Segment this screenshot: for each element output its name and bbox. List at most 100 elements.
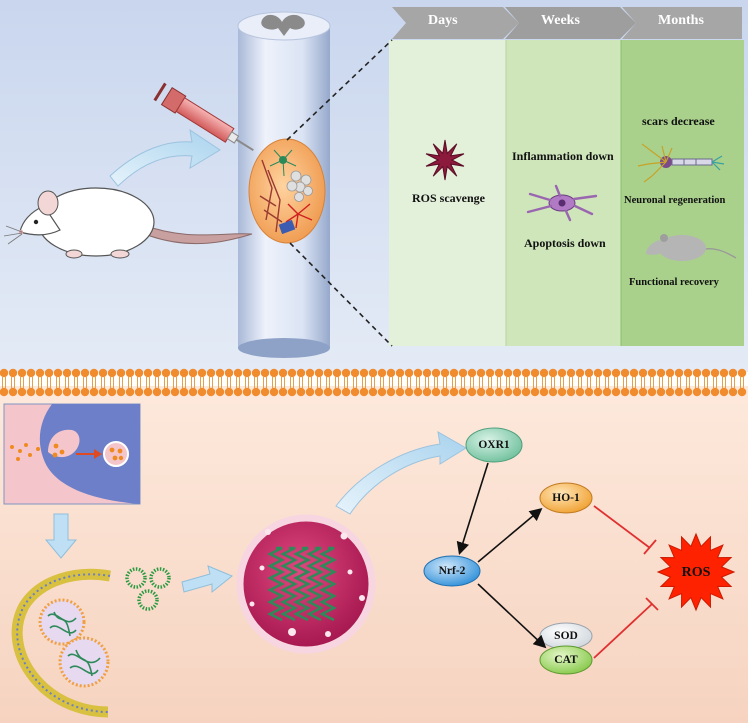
lipid-head (530, 368, 540, 378)
lipid-head (683, 368, 693, 378)
lipid-head (737, 387, 747, 397)
stage-days: Days (428, 13, 458, 28)
sod-label: SOD (554, 630, 578, 642)
nrf2-label: Nrf-2 (438, 565, 466, 577)
lipid-head (242, 368, 252, 378)
lipid-head (152, 387, 162, 397)
lipid-head (80, 368, 90, 378)
lipid-head (431, 387, 441, 397)
effect-functional-recovery: Functional recovery (629, 277, 719, 288)
lipid-head (197, 387, 207, 397)
effect-inflammation-down: Inflammation down (512, 149, 614, 163)
lipid-head (413, 387, 423, 397)
lipid-head (278, 387, 288, 397)
lipid-head (485, 368, 495, 378)
lipid-head (278, 368, 288, 378)
lipid-head (593, 368, 603, 378)
lipid-head (575, 387, 585, 397)
lipid-head (557, 368, 567, 378)
lipid-head (611, 368, 621, 378)
nanoparticle-small (38, 598, 86, 646)
lipid-head (332, 368, 342, 378)
lipid-head (674, 387, 684, 397)
lipid-head (584, 387, 594, 397)
lipid-head (494, 368, 504, 378)
lipid-head (458, 387, 468, 397)
lipid-head (359, 368, 369, 378)
lipid-head (503, 368, 513, 378)
lipid-head (296, 387, 306, 397)
lipid-head (116, 387, 126, 397)
lipid-head (62, 368, 72, 378)
lipid-head (314, 387, 324, 397)
lipid-head (107, 387, 117, 397)
lipid-head (71, 387, 81, 397)
lipid-head (665, 368, 675, 378)
lipid-head (17, 368, 27, 378)
header-arrow-months (622, 7, 742, 39)
lipid-head (737, 368, 747, 378)
lipid-head (260, 368, 270, 378)
weeks-column (506, 40, 621, 346)
lipid-head (359, 387, 369, 397)
lipid-head (566, 368, 576, 378)
lipid-head (440, 387, 450, 397)
lipid-head (377, 387, 387, 397)
lipid-head (386, 387, 396, 397)
ros-star-shape (425, 139, 465, 181)
lipid-head (530, 387, 540, 397)
lipid-head (305, 368, 315, 378)
lipid-head (692, 368, 702, 378)
inhibition-cat-ros (593, 597, 659, 659)
lipid-head (467, 368, 477, 378)
lipid-head (422, 368, 432, 378)
lipid-head (449, 387, 459, 397)
lipid-head (80, 387, 90, 397)
lipid-head (188, 368, 198, 378)
microglia-cell (285, 203, 313, 229)
cat-label: CAT (554, 654, 578, 666)
lipid-head (719, 368, 729, 378)
lipid-head (584, 368, 594, 378)
effect-neuronal-regeneration: Neuronal regeneration (624, 195, 726, 206)
lipid-head (368, 368, 378, 378)
lipid-head (26, 387, 36, 397)
down-arrow (44, 513, 78, 559)
lipid-head (251, 387, 261, 397)
ros-burst-icon (656, 532, 736, 612)
lipid-head (332, 387, 342, 397)
lipid-head (188, 387, 198, 397)
lipid-head (602, 387, 612, 397)
lipid-head (143, 387, 153, 397)
effect-apoptosis-down: Apoptosis down (524, 236, 606, 250)
lipid-head (251, 368, 261, 378)
lipid-head (17, 387, 27, 397)
lipid-head (647, 387, 657, 397)
lipid-head (494, 387, 504, 397)
lipid-head (458, 368, 468, 378)
lipid-head (215, 368, 225, 378)
timeline-header (392, 7, 742, 39)
ros-star-icon (425, 139, 465, 181)
lipid-head (269, 368, 279, 378)
lipid-head (179, 368, 189, 378)
effect-ros-scavenge: ROS scavenge (412, 191, 485, 205)
lipid-head (656, 387, 666, 397)
lipid-head (611, 387, 621, 397)
lipid-head (476, 387, 486, 397)
lipid-head (296, 368, 306, 378)
lipid-head (629, 387, 639, 397)
lipid-head (89, 387, 99, 397)
lipid-head (53, 387, 63, 397)
lipid-head (116, 368, 126, 378)
lipid-head (431, 368, 441, 378)
lipid-head (134, 387, 144, 397)
helix-strand (293, 546, 311, 622)
lipid-head (350, 368, 360, 378)
lipid-head (467, 387, 477, 397)
lipid-head (656, 368, 666, 378)
lipid-head (260, 387, 270, 397)
lipid-head (179, 387, 189, 397)
lesion-site (248, 138, 326, 244)
